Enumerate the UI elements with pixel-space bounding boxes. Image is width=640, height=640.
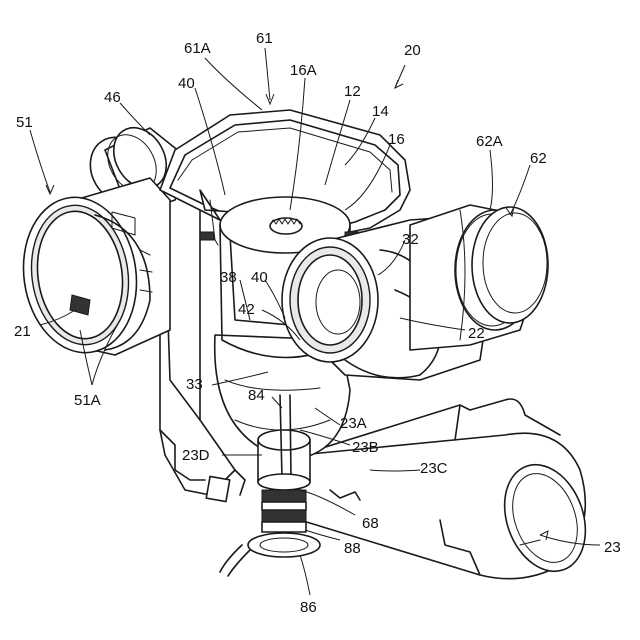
label-32: 32: [402, 231, 419, 248]
label-38: 38: [220, 269, 237, 286]
label-23D: 23D: [182, 447, 210, 464]
label-42: 42: [238, 301, 255, 318]
label-40-top: 40: [178, 75, 195, 92]
label-86: 86: [300, 599, 317, 616]
label-46: 46: [104, 89, 121, 106]
label-14: 14: [372, 103, 389, 120]
label-61A: 61A: [184, 40, 211, 57]
label-22: 22: [468, 325, 485, 342]
label-23A: 23A: [340, 415, 367, 432]
label-88: 88: [344, 540, 361, 557]
left-coupling: [14, 178, 170, 360]
label-23: 23: [604, 539, 621, 556]
label-23C: 23C: [420, 460, 448, 477]
label-62A: 62A: [476, 133, 503, 150]
label-16: 16: [388, 131, 405, 148]
label-68: 68: [362, 515, 379, 532]
label-62: 62: [530, 150, 547, 167]
label-33: 33: [186, 376, 203, 393]
label-12: 12: [344, 83, 361, 100]
label-23B: 23B: [352, 439, 379, 456]
label-84: 84: [248, 387, 265, 404]
label-21: 21: [14, 323, 31, 340]
label-40-mid: 40: [251, 269, 268, 286]
label-20: 20: [404, 42, 421, 59]
label-51: 51: [16, 114, 33, 131]
label-61: 61: [256, 30, 273, 47]
motor-shaft-spline: [270, 218, 302, 234]
label-51A: 51A: [74, 392, 101, 409]
label-16A: 16A: [290, 62, 317, 79]
